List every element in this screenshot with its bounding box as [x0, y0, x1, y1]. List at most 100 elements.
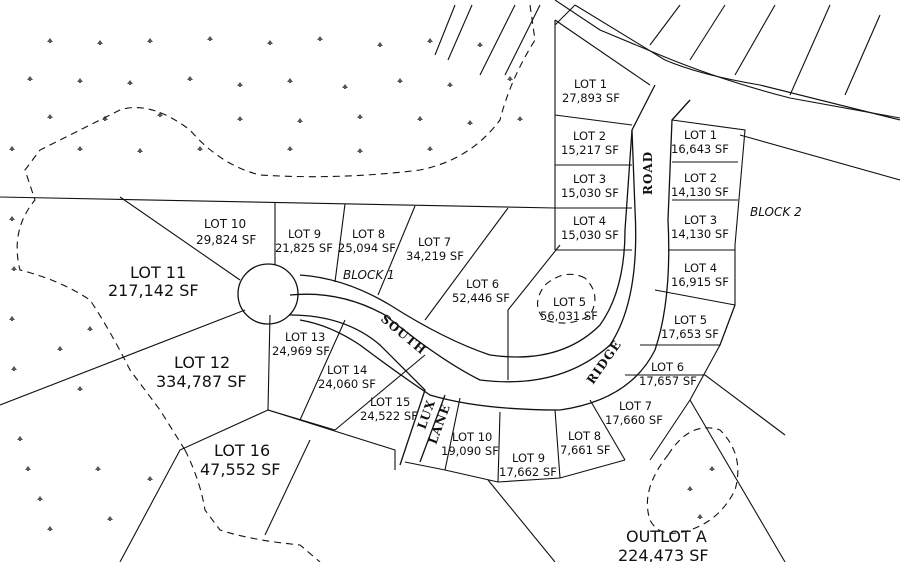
tree-icon — [87, 326, 93, 331]
lot-area: 15,217 SF — [561, 143, 619, 157]
tree-icon — [9, 216, 15, 221]
lot-area: 52,446 SF — [452, 291, 510, 305]
lot-label: LOT 9 — [288, 227, 321, 241]
lot-area: 15,030 SF — [561, 186, 619, 200]
lot-area: 16,643 SF — [671, 142, 729, 156]
lot-label: LOT 2 — [573, 129, 606, 143]
lot-area: 24,969 SF — [272, 344, 330, 358]
tree-icon — [197, 146, 203, 151]
block-label-1: BLOCK 1 — [343, 268, 395, 282]
lot-area: 334,787 SF — [156, 372, 247, 391]
lot-label: LOT 9 — [512, 451, 545, 465]
tree-icon — [11, 366, 17, 371]
tree-icon — [25, 466, 31, 471]
lot-area: 29,824 SF — [196, 233, 256, 247]
tree-icon — [357, 114, 363, 119]
existing-lots-hatch — [434, 0, 900, 121]
lot-area: 27,893 SF — [562, 91, 620, 105]
tree-icon — [377, 42, 383, 47]
lot-label: LOT 5 — [553, 295, 586, 309]
tree-icon — [287, 146, 293, 151]
tree-icon — [95, 466, 101, 471]
lot-area: 7,661 SF — [560, 443, 611, 457]
tree-icon — [77, 146, 83, 151]
lot-label: LOT 10 — [452, 430, 492, 444]
tree-icon — [687, 486, 693, 491]
tree-icon — [267, 40, 273, 45]
lot-area: 217,142 SF — [108, 281, 199, 300]
tree-icon — [237, 116, 243, 121]
tree-icon — [507, 76, 513, 81]
lot-area: 15,030 SF — [561, 228, 619, 242]
south-ridge-road-edges — [289, 84, 691, 466]
lot-area: 24,522 SF — [360, 409, 418, 423]
lot-label: LOT 5 — [674, 313, 707, 327]
tree-icon — [77, 78, 83, 83]
lot-label: LOT 10 — [204, 217, 246, 231]
tree-icon — [697, 514, 703, 519]
tree-icon — [17, 436, 23, 441]
tree-icon — [187, 76, 193, 81]
lot-area: 17,660 SF — [605, 413, 663, 427]
lot-label: LOT 11 — [130, 263, 186, 282]
cul-de-sac — [237, 263, 299, 325]
tree-icon — [9, 146, 15, 151]
lot-area: 19,090 SF — [441, 444, 499, 458]
tree-icon — [467, 120, 473, 125]
lot-label: LOT 1 — [684, 128, 717, 142]
lot-label: LOT 6 — [466, 277, 499, 291]
tree-icon — [47, 38, 53, 43]
lot-area: 56,031 SF — [540, 309, 598, 323]
lot-area: 34,219 SF — [406, 249, 464, 263]
tree-icon — [477, 42, 483, 47]
tree-icon — [397, 78, 403, 83]
lot-area: 16,915 SF — [671, 275, 729, 289]
tree-icon — [709, 466, 715, 471]
lot-label: LOT 7 — [619, 399, 652, 413]
lot-label: LOT 3 — [573, 172, 606, 186]
lot-label: LOT 8 — [352, 227, 385, 241]
tree-icon — [357, 148, 363, 153]
tree-icon — [47, 526, 53, 531]
tree-icon — [342, 84, 348, 89]
lot-label: LOT 13 — [285, 330, 325, 344]
road-label-ridge: RIDGE — [584, 337, 624, 386]
lot-label: LOT 4 — [573, 214, 606, 228]
road-label-road: ROAD — [641, 151, 655, 195]
tree-icon — [207, 36, 213, 41]
lot-label: LOT 7 — [418, 235, 451, 249]
tree-icon — [157, 112, 163, 117]
tree-icon — [27, 76, 33, 81]
lot-area: 14,130 SF — [671, 185, 729, 199]
tree-icon — [9, 316, 15, 321]
tree-icon — [427, 146, 433, 151]
tree-icon — [147, 38, 153, 43]
lot-label: LOT 4 — [684, 261, 717, 275]
tree-icon — [77, 386, 83, 391]
lot-area: 47,552 SF — [200, 460, 280, 479]
tree-icon — [47, 114, 53, 119]
lot-label: OUTLOT A — [626, 527, 707, 546]
lot-label: LOT 6 — [651, 360, 684, 374]
tree-line-dashes — [16, 4, 739, 562]
lot-label: LOT 2 — [684, 171, 717, 185]
tree-icon — [517, 116, 523, 121]
lot-area: 21,825 SF — [275, 241, 333, 255]
tree-icon — [137, 148, 143, 153]
lot-area: 14,130 SF — [671, 227, 729, 241]
lot-area: 17,653 SF — [661, 327, 719, 341]
lot-area: 224,473 SF — [618, 546, 709, 562]
tree-icon — [97, 40, 103, 45]
lot-area: 24,060 SF — [318, 377, 376, 391]
lot-label: LOT 14 — [327, 363, 367, 377]
lot-labels: LOT 1 27,893 SF LOT 2 15,217 SF LOT 3 15… — [108, 77, 729, 562]
tree-symbols — [9, 36, 715, 531]
lot-area: 25,094 SF — [338, 241, 396, 255]
lot-label: LOT 3 — [684, 213, 717, 227]
lot-label: LOT 16 — [214, 441, 270, 460]
lot-label: LOT 8 — [568, 429, 601, 443]
lot-label: LOT 12 — [174, 353, 230, 372]
block-label-2: BLOCK 2 — [750, 205, 802, 219]
tree-icon — [37, 496, 43, 501]
lot-area: 17,662 SF — [499, 465, 557, 479]
